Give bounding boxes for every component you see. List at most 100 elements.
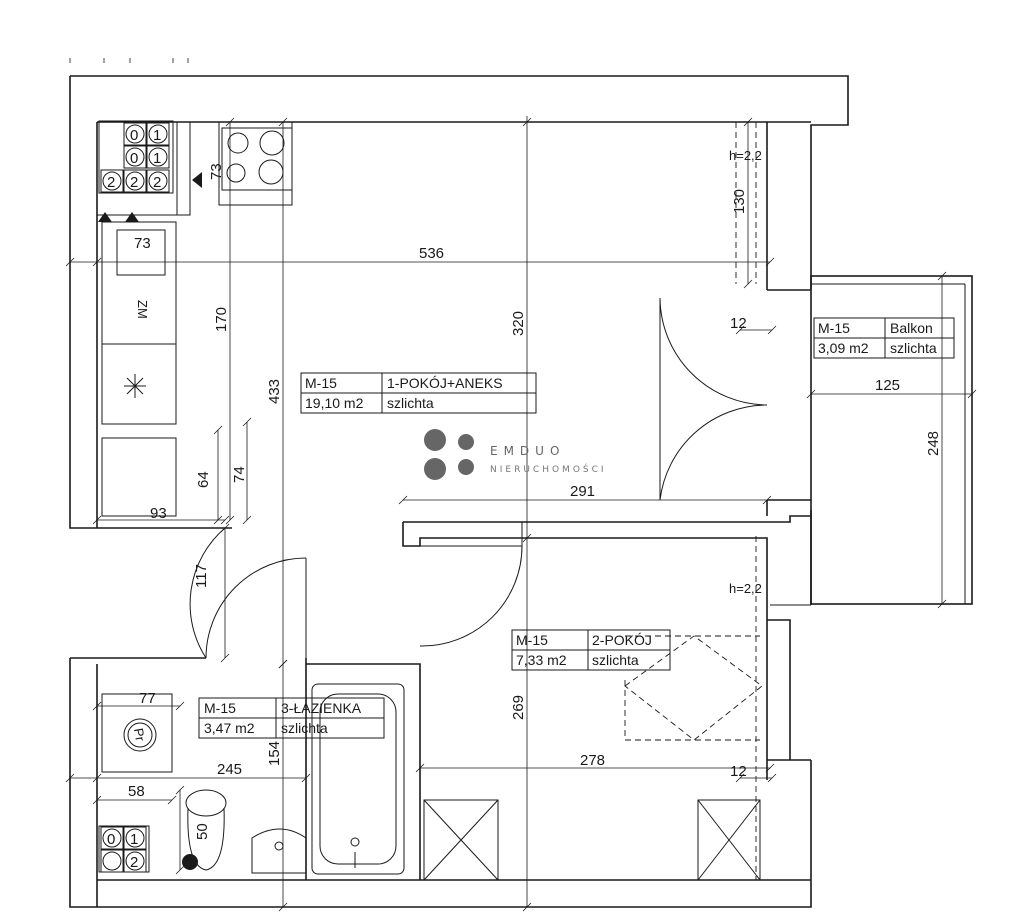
dimension-tick (398, 495, 408, 505)
dim-50: 50 (194, 823, 211, 840)
dimension-tick (175, 701, 185, 711)
dimension-tick (167, 795, 177, 805)
dimension-tick (220, 653, 230, 663)
dimension-tick (278, 659, 288, 669)
dimension-lines (65, 116, 977, 912)
dimension-tick (765, 763, 775, 773)
meter-top-0-ring (125, 124, 145, 144)
room2-finish: szlichta (592, 652, 639, 668)
dim-170: 170 (213, 307, 230, 332)
meter-top-4-cell (100, 169, 124, 193)
dimension-tick (522, 117, 532, 127)
dimension-tick (92, 257, 102, 267)
meter-top-3-ring (148, 147, 168, 167)
dim-12-top: 12 (730, 315, 747, 332)
dimension-labels: 536 320 433 170 130 73 73 12 12 125 248 … (128, 148, 942, 840)
dim-154: 154 (266, 741, 283, 766)
room1-finish: szlichta (387, 395, 434, 411)
dimension-tick (743, 117, 753, 127)
meter-top-2-ring (125, 147, 145, 167)
meter-bottom-blank-ring (102, 851, 122, 871)
meter-top-1-ring (148, 124, 168, 144)
dimension-tick (765, 257, 775, 267)
dimension-tick (278, 902, 288, 912)
meter-bottom-1-ring (125, 828, 145, 848)
dim-269: 269 (510, 695, 527, 720)
dimension-tick (225, 515, 235, 525)
emduo-logo: EMDUO NIERUCHOMOŚCI (424, 429, 607, 480)
dim-278: 278 (580, 752, 605, 769)
dimension-tick (937, 599, 947, 609)
room2-fixtures (423, 122, 763, 881)
meter-top-5-cell (123, 169, 147, 193)
meter-top-6-digit: 2 (153, 174, 161, 191)
room-label-balcony: M-15 Balkon 3,09 m2 szlichta (813, 317, 955, 359)
zm-symbol: ZM (135, 300, 150, 319)
dimension-tick (735, 773, 745, 783)
dim-73-sink: 73 (134, 235, 151, 252)
meter-top-5-digit: 2 (130, 174, 138, 191)
dimension-tick (415, 763, 425, 773)
meter-top-1-digit: 1 (153, 127, 161, 144)
dimension-tick (225, 117, 235, 127)
dim-130: 130 (731, 189, 748, 214)
room2-area: 7,33 m2 (516, 652, 567, 668)
room2-name: 2-POKÓJ (592, 632, 652, 648)
dimension-tick (65, 257, 75, 267)
dim-291: 291 (570, 483, 595, 500)
dimension-tick (522, 902, 532, 912)
dimension-tick (220, 523, 230, 533)
balcony-code: M-15 (818, 320, 850, 336)
meter-top-2-digit: 0 (130, 150, 138, 167)
meter-top-6-ring (148, 171, 168, 191)
dimension-tick (767, 325, 777, 335)
logo-word: EMDUO (490, 444, 565, 458)
dimension-tick (92, 795, 102, 805)
dim-64: 64 (195, 471, 212, 488)
dim-93: 93 (150, 505, 167, 522)
dimension-tick (65, 773, 75, 783)
dimension-tick (967, 389, 977, 399)
room3-area: 3,47 m2 (204, 720, 255, 736)
balcony-finish: szlichta (890, 340, 937, 356)
meter-top-4-ring (102, 171, 122, 191)
room-label-room1: M-15 1-POKÓJ+ANEKS 19,10 m2 szlichta (300, 372, 537, 414)
corner-marks (69, 58, 189, 63)
balcony (810, 275, 973, 605)
meter-bottom-2-cell (123, 849, 147, 873)
room3-name: 3-ŁAZIENKA (281, 700, 362, 716)
meter-bottom-2-ring (125, 851, 145, 871)
dimension-tick (735, 325, 745, 335)
meter-top-3-cell (146, 145, 170, 169)
dimension-tick (743, 279, 753, 289)
meter-bottom-0-digit: 0 (107, 831, 115, 848)
meter-bottom-1-digit: 1 (130, 831, 138, 848)
balcony-area: 3,09 m2 (818, 340, 869, 356)
meter-top-5-ring (125, 171, 145, 191)
room1-area: 19,10 m2 (305, 395, 364, 411)
dim-433: 433 (266, 379, 283, 404)
dimension-tick (522, 533, 532, 543)
interior-walls (97, 122, 811, 880)
dim-536: 536 (419, 245, 444, 262)
room-label-room3: M-15 3-ŁAZIENKA 3,47 m2 szlichta (198, 697, 385, 739)
meter-top-2-cell (123, 145, 147, 169)
dimension-tick (762, 495, 772, 505)
kitchen-fixtures (97, 122, 293, 517)
meter-top-4-digit: 2 (107, 174, 115, 191)
dim-117: 117 (193, 564, 210, 588)
dimension-tick (242, 417, 252, 427)
meter-top-6-cell (146, 169, 170, 193)
dim-73-top: 73 (208, 163, 225, 180)
dim-248: 248 (925, 431, 942, 456)
meter-bottom-1-cell (123, 826, 147, 850)
meter-bottom-0-ring (102, 828, 122, 848)
meter-top-0-cell (123, 122, 147, 146)
dimension-tick (92, 701, 102, 711)
height-room1: h=2,2 (729, 148, 762, 163)
room1-code: M-15 (305, 375, 337, 391)
dim-77: 77 (139, 690, 156, 707)
logo-sub: NIERUCHOMOŚCI (490, 463, 607, 475)
dimension-tick (213, 425, 223, 435)
